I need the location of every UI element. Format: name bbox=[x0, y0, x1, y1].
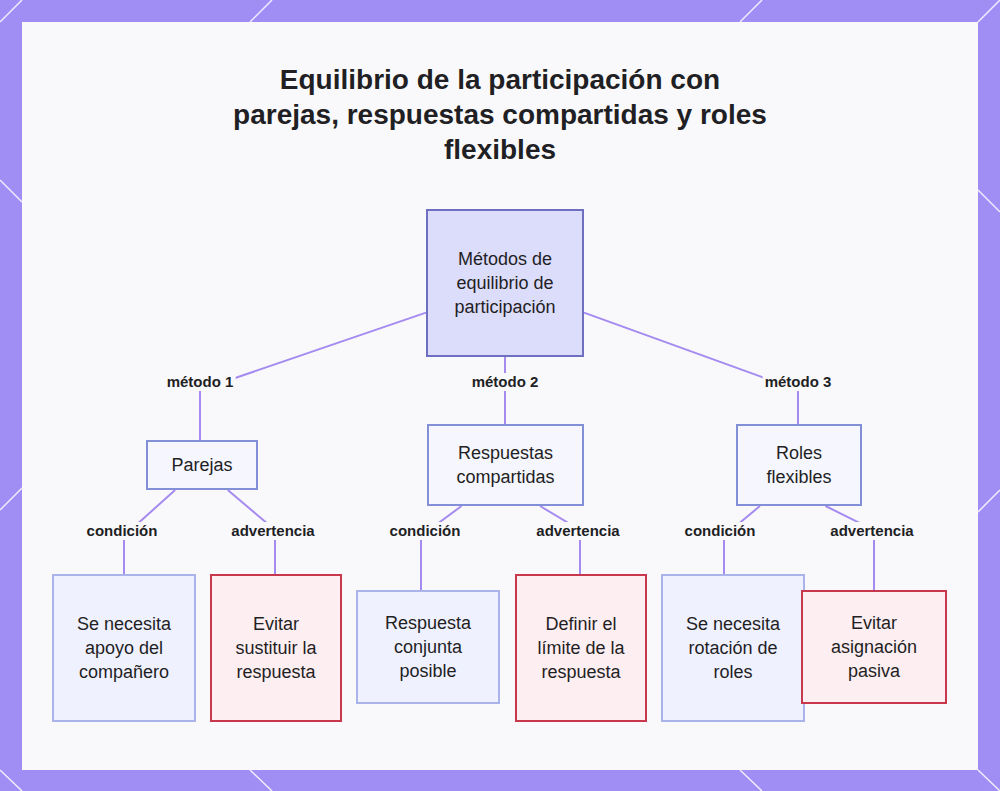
warning-box: Evitar asignación pasiva bbox=[801, 590, 947, 704]
root-box: Métodos de equilibrio de participación bbox=[426, 209, 584, 357]
edge-label: advertencia bbox=[534, 522, 621, 540]
node-text: Roles flexibles bbox=[750, 441, 848, 489]
connector-line bbox=[421, 506, 462, 590]
node-text: Métodos de equilibrio de participación bbox=[440, 247, 570, 319]
node-text: Respuestas compartidas bbox=[441, 441, 570, 489]
edge-label: advertencia bbox=[828, 522, 915, 540]
edge-label: condición bbox=[683, 522, 758, 540]
edge-label: método 3 bbox=[763, 373, 834, 391]
condition-box: Se necesita apoyo del compañero bbox=[52, 574, 196, 722]
edge-label: condición bbox=[388, 522, 463, 540]
warning-box: Definir el límite de la respuesta bbox=[515, 574, 647, 722]
connector-line bbox=[724, 506, 760, 574]
node-text: Respuesta conjunta posible bbox=[370, 611, 486, 683]
warning-box: Evitar sustituir la respuesta bbox=[210, 574, 342, 722]
connector-line bbox=[584, 313, 798, 424]
node-text: Parejas bbox=[171, 453, 232, 477]
node-text: Se necesita apoyo del compañero bbox=[66, 612, 182, 684]
node-text: Definir el límite de la respuesta bbox=[529, 612, 633, 684]
diagram-title: Equilibrio de la participación con parej… bbox=[230, 62, 770, 167]
connector-line bbox=[825, 506, 874, 590]
method-box: Respuestas compartidas bbox=[427, 424, 584, 506]
node-text: Evitar asignación pasiva bbox=[815, 611, 933, 683]
edge-label: método 2 bbox=[470, 373, 541, 391]
node-text: Evitar sustituir la respuesta bbox=[224, 612, 328, 684]
condition-box: Respuesta conjunta posible bbox=[356, 590, 500, 704]
edge-label: condición bbox=[85, 522, 160, 540]
method-box: Roles flexibles bbox=[736, 424, 862, 506]
edge-label: método 1 bbox=[165, 373, 236, 391]
method-box: Parejas bbox=[146, 440, 258, 490]
edge-label: advertencia bbox=[229, 522, 316, 540]
connector-line bbox=[540, 506, 580, 574]
condition-box: Se necesita rotación de roles bbox=[661, 574, 805, 722]
node-text: Se necesita rotación de roles bbox=[675, 612, 791, 684]
